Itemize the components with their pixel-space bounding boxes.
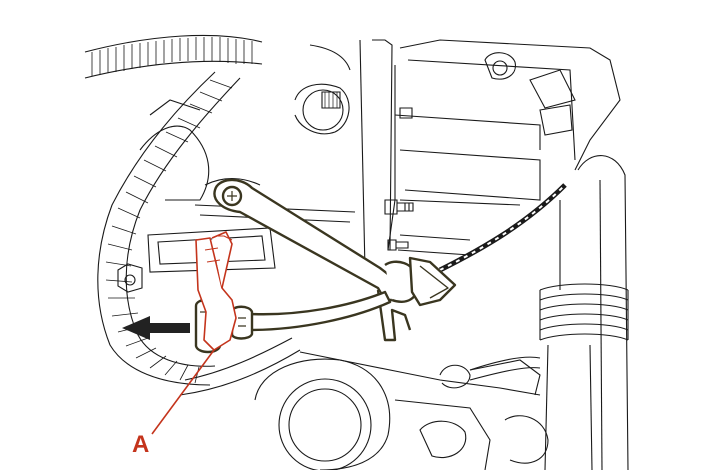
engine-block bbox=[117, 39, 629, 470]
cable-grommet bbox=[408, 256, 457, 307]
shift-cable bbox=[438, 183, 567, 273]
callout-label-a: A bbox=[132, 431, 150, 458]
part-a-fork bbox=[195, 231, 237, 351]
direction-arrow-left bbox=[122, 316, 190, 340]
ribbed-boot bbox=[539, 283, 629, 341]
callout-leader-a bbox=[151, 349, 215, 435]
